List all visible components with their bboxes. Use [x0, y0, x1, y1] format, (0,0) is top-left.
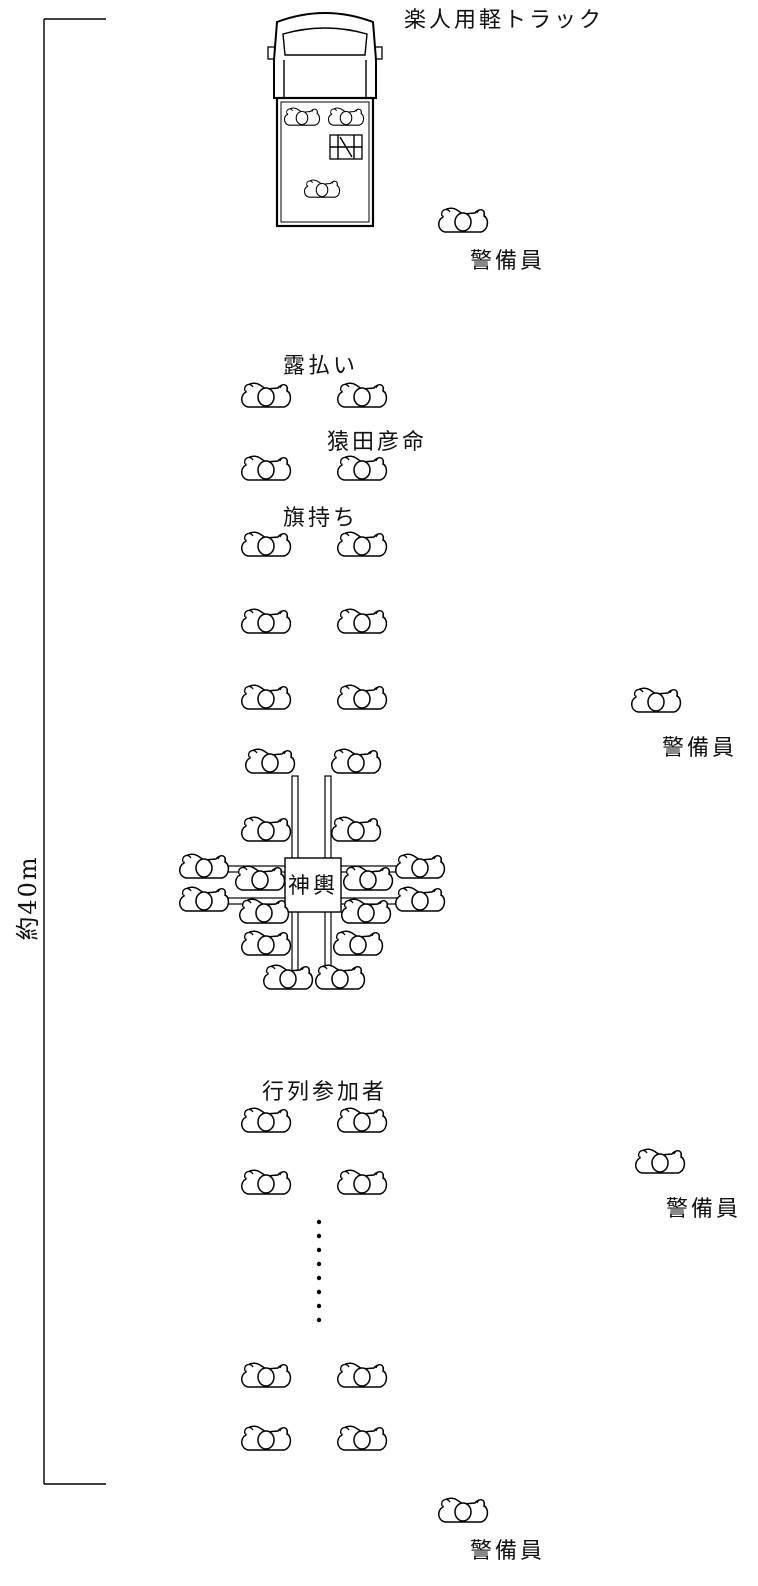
truck-label: 楽人用軽トラック [404, 8, 604, 33]
participant-person-icon [240, 1425, 292, 1451]
guard-label: 警備員 [470, 1539, 545, 1564]
participant-person-icon [336, 1362, 388, 1388]
mikoshi-bearer-person-icon [178, 853, 230, 879]
mikoshi-label: 神輿 [288, 874, 338, 899]
guard-person-icon [437, 207, 489, 233]
mikoshi-bearer-person-icon [394, 886, 446, 912]
mikoshi-bearer-person-icon [332, 930, 384, 956]
procession-person-icon [240, 684, 292, 710]
guard-person-icon [634, 1148, 686, 1174]
guard-person-icon [437, 1497, 489, 1523]
participant-person-icon [240, 1169, 292, 1195]
hatamochi-person-icon [240, 531, 292, 557]
sarutahiko-person-icon [336, 455, 388, 481]
tsuyuharai-person-icon [336, 382, 388, 408]
tsuyuharai-label: 露払い [283, 354, 358, 379]
participant-person-icon [240, 1107, 292, 1133]
mikoshi-bearer-person-icon [240, 930, 292, 956]
procession-person-icon [240, 608, 292, 634]
length-label: 約40m [14, 855, 42, 940]
mikoshi-bearer-person-icon [178, 886, 230, 912]
guard-label: 警備員 [662, 736, 737, 761]
mikoshi-bearer-person-icon [240, 816, 292, 842]
participant-person-icon [336, 1425, 388, 1451]
guard-label: 警備員 [666, 1197, 741, 1222]
mikoshi-frame [221, 775, 401, 985]
participants-label: 行列参加者 [262, 1080, 387, 1105]
mikoshi-bearer-person-icon [262, 964, 314, 990]
length-bracket [43, 18, 106, 1485]
tsuyuharai-person-icon [240, 382, 292, 408]
guard-person-icon [630, 687, 682, 713]
vertical-ellipsis-icon [316, 1219, 322, 1323]
participant-person-icon [336, 1107, 388, 1133]
sarutahiko-label: 猿田彦命 [327, 430, 427, 455]
sarutahiko-person-icon [240, 455, 292, 481]
mikoshi-bearer-person-icon [314, 964, 366, 990]
hatamochi-label: 旗持ち [283, 506, 358, 531]
participant-person-icon [240, 1362, 292, 1388]
mikoshi-bearer-person-icon [394, 853, 446, 879]
mikoshi-bearer-person-icon [330, 816, 382, 842]
mikoshi-bearer-person-icon [244, 748, 296, 774]
guard-label: 警備員 [470, 249, 545, 274]
procession-person-icon [336, 608, 388, 634]
procession-person-icon [336, 684, 388, 710]
mikoshi-bearer-person-icon [330, 748, 382, 774]
hatamochi-person-icon [336, 531, 388, 557]
participant-person-icon [336, 1169, 388, 1195]
